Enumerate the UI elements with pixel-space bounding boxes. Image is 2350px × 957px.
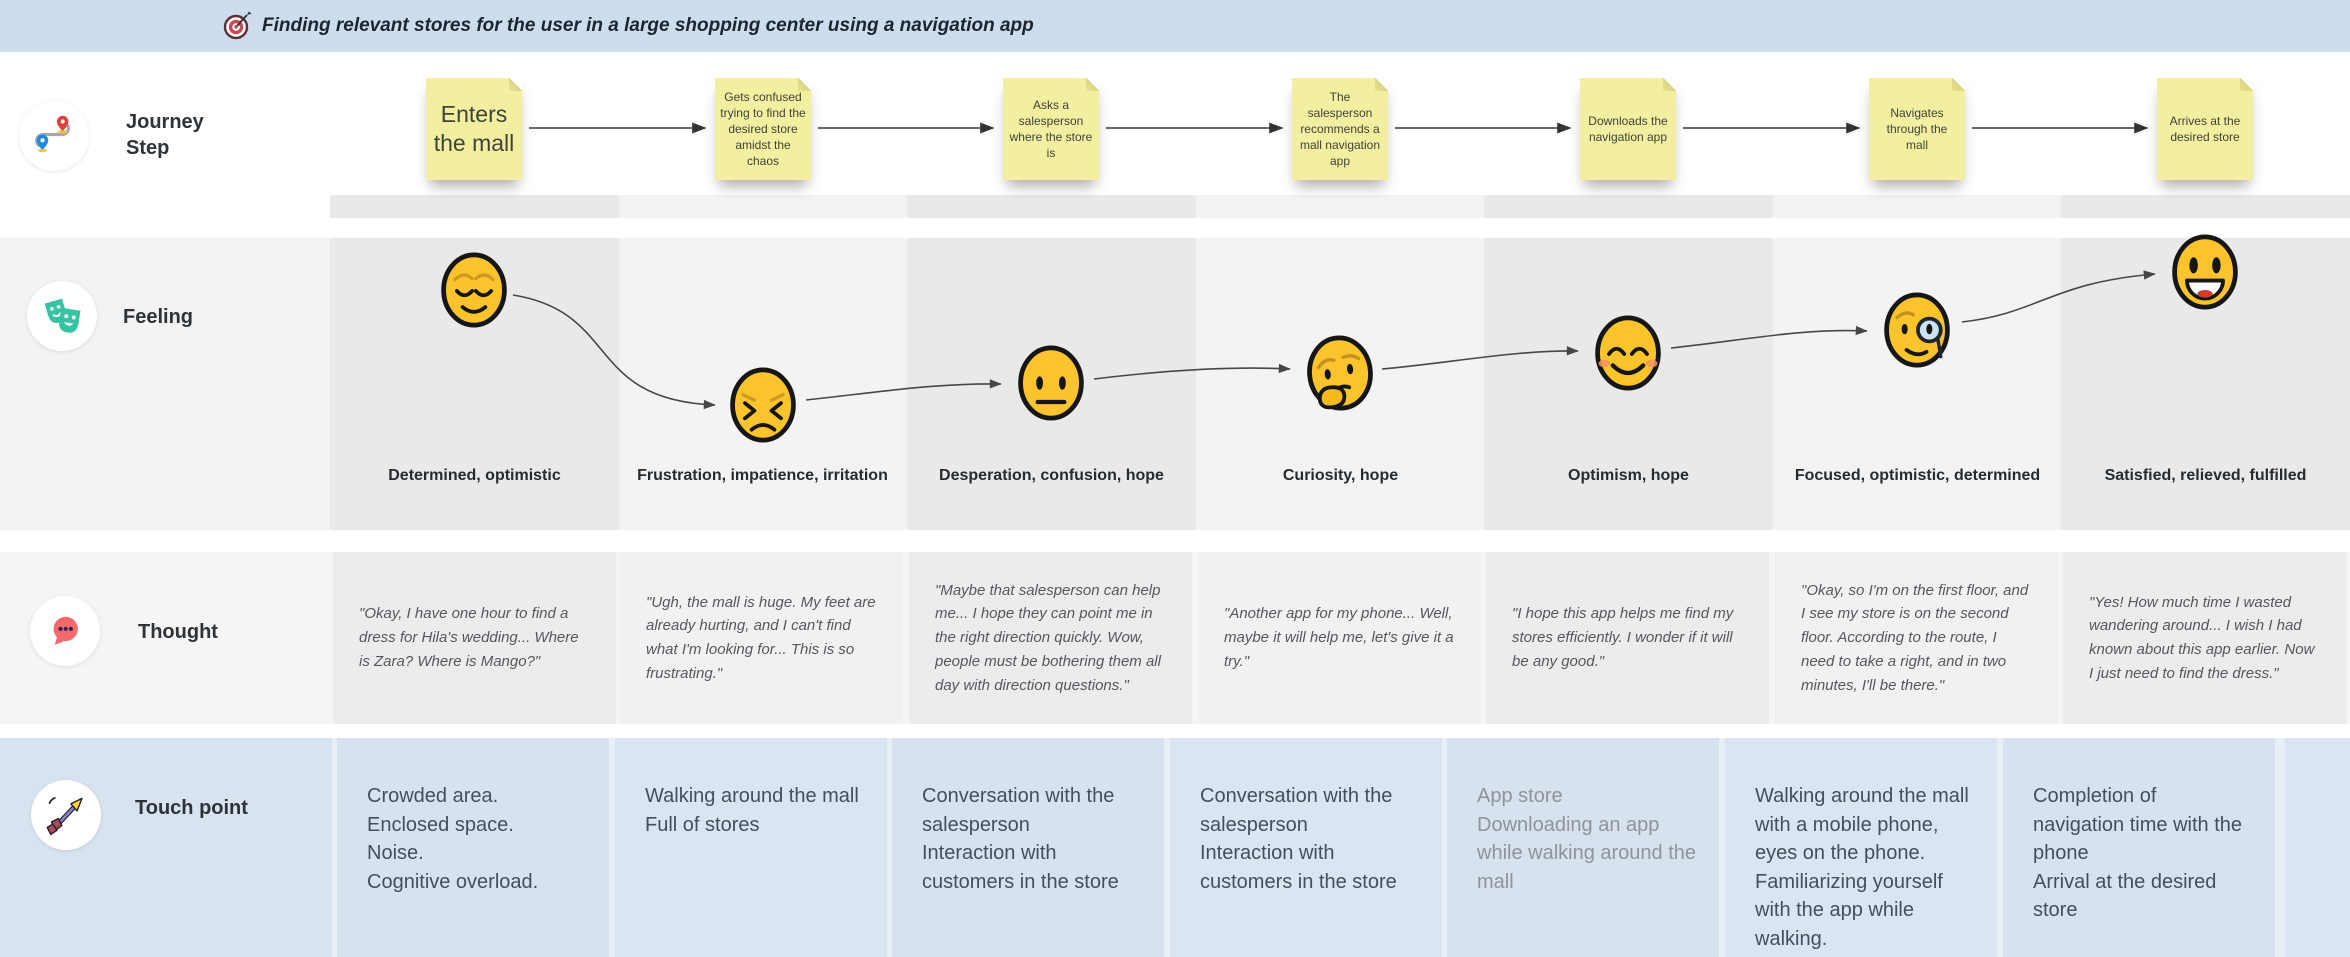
thought-card[interactable]: "Another app for my phone... Well, maybe… bbox=[1198, 552, 1481, 724]
journey-step-note[interactable]: Navigates through the mall bbox=[1869, 78, 1965, 180]
feeling-label[interactable]: Satisfied, relieved, fulfilled bbox=[2104, 467, 2307, 484]
thought-text: "Okay, so I'm on the first floor, and I … bbox=[1801, 581, 2029, 694]
journey-row-band bbox=[330, 195, 2350, 218]
journey-step-text: Navigates through the mall bbox=[1886, 105, 1948, 153]
touchpoint-edge-bg bbox=[2285, 738, 2350, 957]
emoji-thinking-face-icon[interactable] bbox=[1302, 331, 1378, 415]
row-label-journey-step: Journey Step bbox=[126, 111, 204, 159]
theater-masks-icon bbox=[27, 281, 97, 351]
touchpoint-card[interactable]: App store Downloading an app while walki… bbox=[1447, 738, 1719, 957]
feeling-label[interactable]: Frustration, impatience, irritation bbox=[637, 467, 888, 484]
journey-step-text: Downloads the navigation app bbox=[1588, 113, 1668, 144]
touchpoint-text: App store Downloading an app while walki… bbox=[1477, 785, 1697, 893]
touchpoint-card[interactable]: Walking around the mall with a mobile ph… bbox=[1725, 738, 1997, 957]
touchpoint-text: Walking around the mall with a mobile ph… bbox=[1755, 785, 1969, 950]
emoji-grinning-face-icon[interactable] bbox=[2167, 230, 2243, 314]
thought-text: "Ugh, the mall is huge. My feet are alre… bbox=[646, 593, 876, 682]
journey-step-note[interactable]: Enters the mall bbox=[426, 78, 522, 180]
thought-card[interactable]: "Ugh, the mall is huge. My feet are alre… bbox=[620, 552, 903, 724]
feeling-label[interactable]: Determined, optimistic bbox=[388, 467, 561, 484]
journey-step-text: Enters the mall bbox=[433, 101, 515, 156]
emoji-smiling-face-icon[interactable] bbox=[1590, 311, 1666, 395]
touchpoint-text: Crowded area. Enclosed space. Noise. Cog… bbox=[367, 785, 539, 893]
journey-step-text: Arrives at the desired store bbox=[2169, 113, 2241, 144]
route-icon bbox=[19, 101, 89, 171]
thought-card[interactable]: "I hope this app helps me find my stores… bbox=[1486, 552, 1769, 724]
touchpoint-card[interactable]: Crowded area. Enclosed space. Noise. Cog… bbox=[337, 738, 609, 957]
journey-step-text: Gets confused trying to find the desired… bbox=[720, 89, 806, 169]
journey-step-note[interactable]: Asks a salesperson where the store is bbox=[1003, 78, 1099, 180]
journey-step-note[interactable]: Arrives at the desired store bbox=[2157, 78, 2253, 180]
row-label-touch-point: Touch point bbox=[135, 797, 248, 819]
emoji-relieved-face-icon[interactable] bbox=[436, 248, 512, 332]
thought-text: "Yes! How much time I wasted wandering a… bbox=[2089, 593, 2315, 682]
journey-step-note[interactable]: Downloads the navigation app bbox=[1580, 78, 1676, 180]
touchpoint-text: Conversation with the salesperson Intera… bbox=[922, 785, 1119, 893]
touchpoint-label-bg bbox=[0, 738, 332, 957]
thought-card[interactable]: "Okay, I have one hour to find a dress f… bbox=[333, 552, 616, 724]
thought-card[interactable]: "Maybe that salesperson can help me... I… bbox=[909, 552, 1192, 724]
touchpoint-card[interactable]: Walking around the mall Full of stores bbox=[615, 738, 887, 957]
thought-card[interactable]: "Yes! How much time I wasted wandering a… bbox=[2063, 552, 2346, 724]
touchpoint-text: Completion of navigation time with the p… bbox=[2033, 785, 2243, 922]
thought-text: "Another app for my phone... Well, maybe… bbox=[1224, 605, 1454, 670]
thought-text: "I hope this app helps me find my stores… bbox=[1512, 605, 1734, 670]
feeling-label[interactable]: Optimism, hope bbox=[1568, 467, 1689, 484]
journey-step-text: Asks a salesperson where the store is bbox=[1009, 97, 1093, 161]
touchpoint-card[interactable]: Conversation with the salesperson Intera… bbox=[1170, 738, 1442, 957]
touchpoint-text: Conversation with the salesperson Intera… bbox=[1200, 785, 1397, 893]
goal-header: Finding relevant stores for the user in … bbox=[0, 0, 2350, 52]
thought-text: "Okay, I have one hour to find a dress f… bbox=[359, 605, 579, 670]
row-label-thought: Thought bbox=[138, 621, 218, 643]
feeling-label[interactable]: Focused, optimistic, determined bbox=[1794, 467, 2041, 484]
thought-text: "Maybe that salesperson can help me... I… bbox=[935, 581, 1161, 694]
thought-card[interactable]: "Okay, so I'm on the first floor, and I … bbox=[1775, 552, 2058, 724]
touchpoint-card[interactable]: Completion of navigation time with the p… bbox=[2003, 738, 2275, 957]
journey-step-text: The salesperson recommends a mall naviga… bbox=[1299, 89, 1381, 169]
touchpoint-card[interactable]: Conversation with the salesperson Intera… bbox=[892, 738, 1164, 957]
emoji-frustrated-face-icon[interactable] bbox=[725, 363, 801, 447]
row-label-feeling: Feeling bbox=[123, 306, 194, 328]
journey-step-note[interactable]: Gets confused trying to find the desired… bbox=[715, 78, 811, 180]
emoji-neutral-face-icon[interactable] bbox=[1013, 341, 1089, 425]
feeling-label[interactable]: Curiosity, hope bbox=[1282, 467, 1399, 484]
touchpoint-text: Walking around the mall Full of stores bbox=[645, 785, 859, 836]
feeling-label[interactable]: Desperation, confusion, hope bbox=[939, 467, 1164, 484]
arrow-dart-icon bbox=[31, 780, 101, 850]
goal-title: Finding relevant stores for the user in … bbox=[262, 15, 1034, 36]
journey-step-note[interactable]: The salesperson recommends a mall naviga… bbox=[1292, 78, 1388, 180]
speech-bubble-icon bbox=[30, 596, 100, 666]
emoji-monocle-face-icon[interactable] bbox=[1879, 288, 1955, 372]
target-icon bbox=[223, 11, 252, 40]
